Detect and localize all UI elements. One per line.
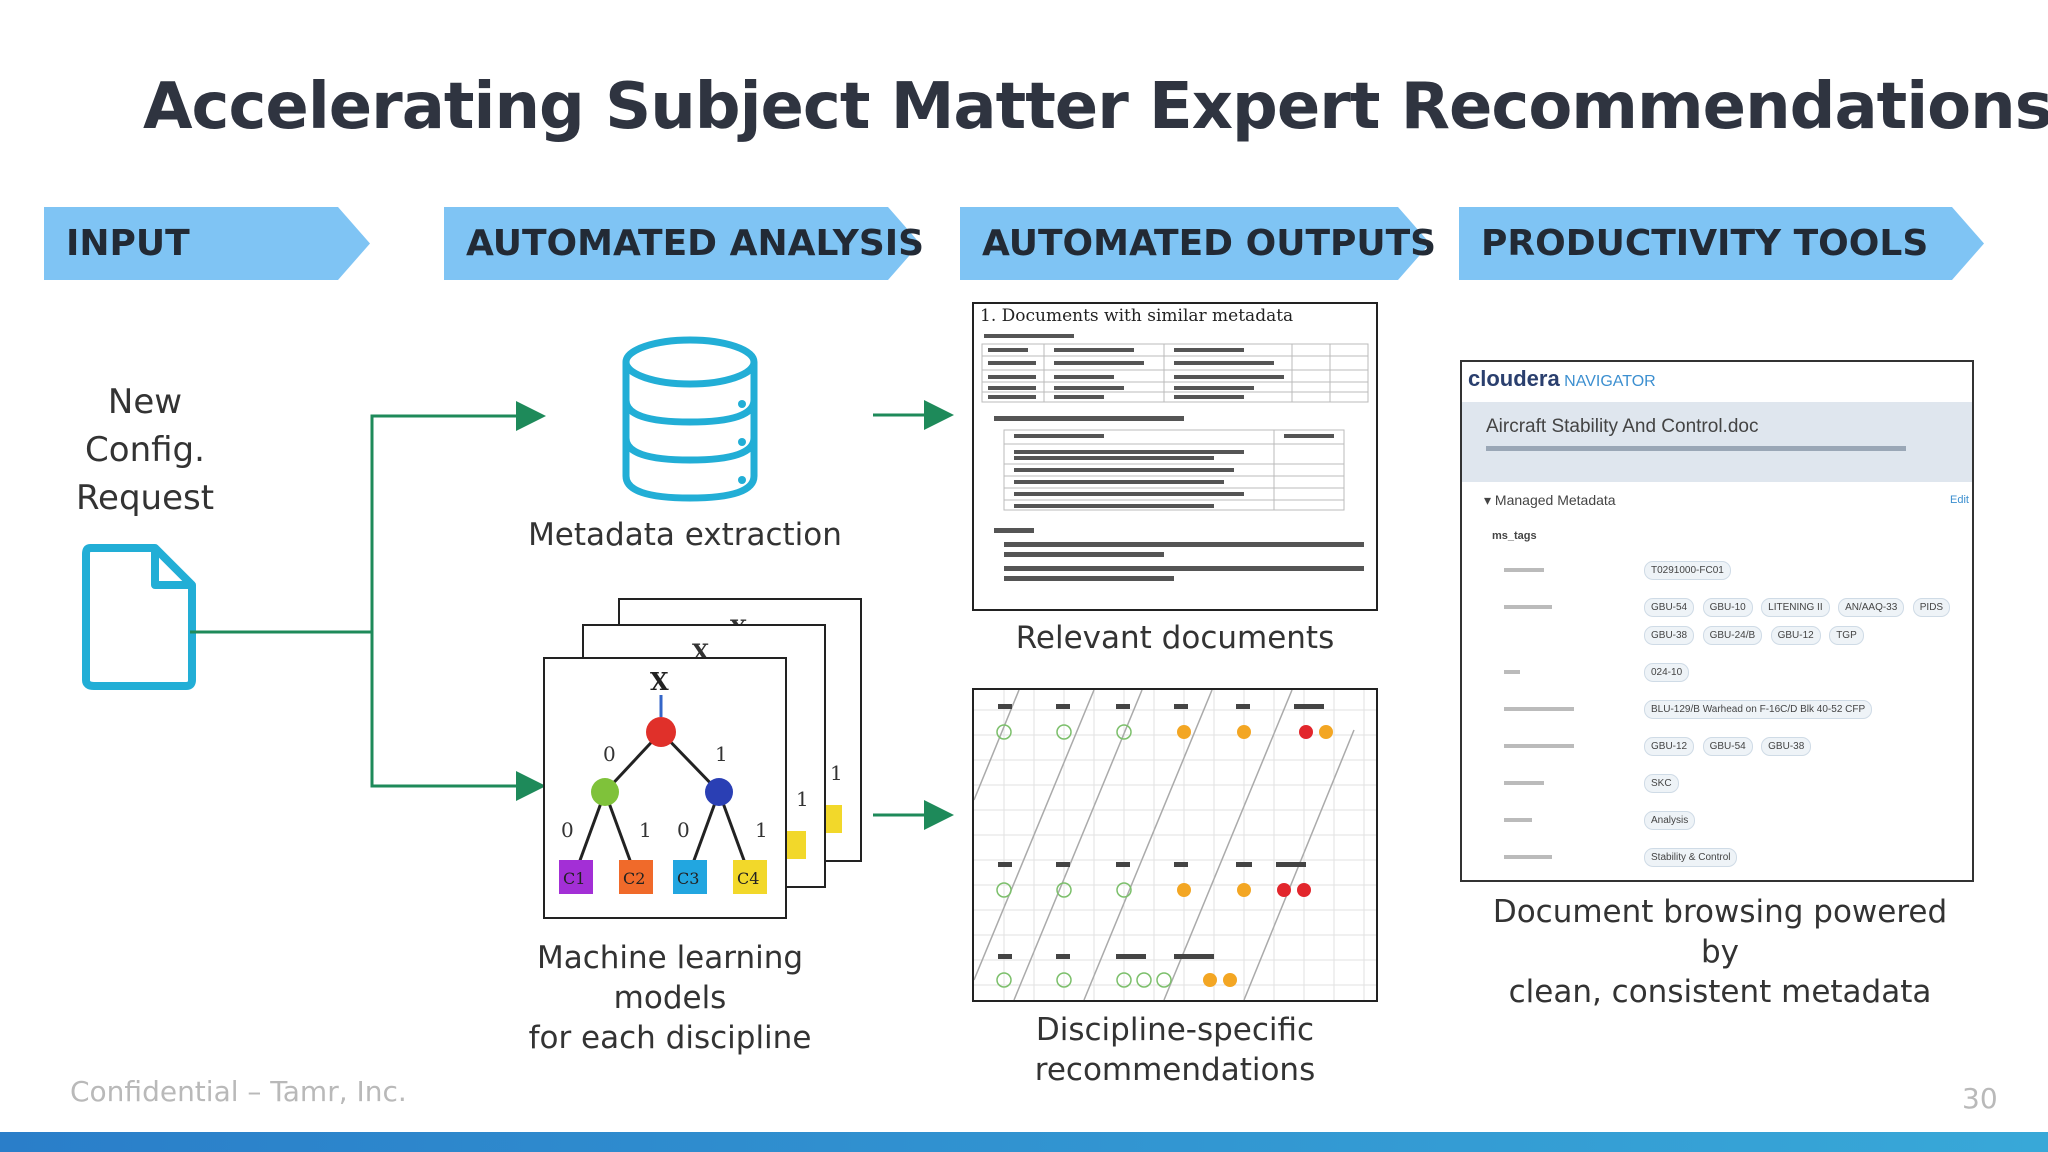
relevant-documents-caption: Relevant documents xyxy=(980,618,1370,658)
model-card-back-edge: 1 xyxy=(830,761,843,785)
tag-row: GBU-38 GBU-24/B GBU-12 TGP xyxy=(1644,625,1868,645)
tree-leaf-label: C4 xyxy=(737,869,759,888)
model-card-middle-edge: 1 xyxy=(796,787,809,811)
tag-row: Analysis xyxy=(1644,810,1699,830)
ml-caption-line: for each discipline xyxy=(480,1018,860,1058)
tool-caption-line: Document browsing powered by xyxy=(1470,892,1970,972)
tree-node-right xyxy=(705,778,733,806)
metadata-edit-link[interactable]: Edit xyxy=(1950,494,1969,506)
metadata-tag[interactable]: GBU-10 xyxy=(1703,598,1753,617)
tree-node-left xyxy=(591,778,619,806)
navigator-doc-header: Aircraft Stability And Control.doc xyxy=(1462,402,1972,482)
tree-edge-label: 0 xyxy=(677,818,690,842)
managed-metadata-toggle[interactable]: ▾ Managed Metadata xyxy=(1484,492,1616,509)
tag-row: SKC xyxy=(1644,773,1683,793)
decision-tree-diagram: X 0 1 0 1 0 1 C1 C2 C3 C4 xyxy=(545,659,785,917)
doc-preview-body xyxy=(974,330,1376,610)
metadata-tag[interactable]: T0291000-FC01 xyxy=(1644,561,1731,580)
navigator-screenshot: cloudera NAVIGATOR Aircraft Stability An… xyxy=(1460,360,1974,882)
metadata-tag[interactable]: TGP xyxy=(1829,626,1864,645)
doc-preview-heading: 1. Documents with similar metadata xyxy=(980,306,1293,326)
metadata-tag[interactable]: GBU-54 xyxy=(1703,737,1753,756)
ml-caption-line: Machine learning models xyxy=(480,938,860,1018)
recommendations-grid xyxy=(974,690,1376,1000)
tree-edge-label: 1 xyxy=(639,818,652,842)
tree-edge-label: 1 xyxy=(755,818,768,842)
metadata-tag[interactable]: GBU-54 xyxy=(1644,598,1694,617)
discipline-caption-line: recommendations xyxy=(980,1050,1370,1090)
metadata-tag[interactable]: GBU-38 xyxy=(1761,737,1811,756)
tree-leaf-label: C2 xyxy=(623,869,645,888)
metadata-tag[interactable]: AN/AAQ-33 xyxy=(1838,598,1904,617)
metadata-tag[interactable]: GBU-12 xyxy=(1771,626,1821,645)
navigator-doc-title: Aircraft Stability And Control.doc xyxy=(1486,416,1758,438)
metadata-tag[interactable]: SKC xyxy=(1644,774,1679,793)
metadata-tag[interactable]: LITENING II xyxy=(1761,598,1829,617)
tree-root-variable: X xyxy=(650,667,669,696)
metadata-tag[interactable]: 024-10 xyxy=(1644,663,1689,682)
chevron-down-icon: ▾ xyxy=(1484,492,1495,508)
managed-metadata-label: Managed Metadata xyxy=(1495,492,1616,508)
database-icon xyxy=(616,334,764,504)
ml-models-caption: Machine learning models for each discipl… xyxy=(480,938,860,1058)
relevant-documents-preview: 1. Documents with similar metadata xyxy=(972,302,1378,611)
tree-node-root xyxy=(646,717,676,747)
discipline-recommendations-caption: Discipline-specific recommendations xyxy=(980,1010,1370,1090)
metadata-tag[interactable]: GBU-12 xyxy=(1644,737,1694,756)
metadata-tag[interactable]: GBU-24/B xyxy=(1703,626,1763,645)
footer-confidential: Confidential – Tamr, Inc. xyxy=(70,1075,407,1108)
tree-edge-label: 0 xyxy=(561,818,574,842)
metadata-tag[interactable]: GBU-38 xyxy=(1644,626,1694,645)
recommendations-preview xyxy=(972,688,1378,1002)
metadata-tag[interactable]: BLU-129/B Warhead on F-16C/D Blk 40-52 C… xyxy=(1644,700,1872,719)
tag-row: GBU-54 GBU-10 LITENING II AN/AAQ-33 PIDS xyxy=(1644,597,1954,617)
tree-leaf-label: C1 xyxy=(563,869,585,888)
tag-row: Stability & Control xyxy=(1644,847,1741,867)
metadata-tag[interactable]: PIDS xyxy=(1913,598,1950,617)
tree-leaf-label: C3 xyxy=(677,869,699,888)
tree-edge-label: 0 xyxy=(603,742,616,766)
decision-tree-card: X 0 1 0 1 0 1 C1 C2 C3 C4 xyxy=(543,657,787,919)
bottom-accent-bar xyxy=(0,1132,2048,1152)
navigator-brand: cloudera xyxy=(1468,366,1560,391)
metadata-extraction-caption: Metadata extraction xyxy=(520,515,850,555)
metadata-tag[interactable]: Analysis xyxy=(1644,811,1695,830)
navigator-product: NAVIGATOR xyxy=(1564,373,1656,390)
tag-row: BLU-129/B Warhead on F-16C/D Blk 40-52 C… xyxy=(1644,699,1876,719)
tag-row: 024-10 xyxy=(1644,662,1693,682)
navigator-logo: cloudera NAVIGATOR xyxy=(1468,366,1656,392)
metadata-tag[interactable]: Stability & Control xyxy=(1644,848,1737,867)
page-number: 30 xyxy=(1962,1082,1998,1115)
tag-row: T0291000-FC01 xyxy=(1644,560,1735,580)
discipline-caption-line: Discipline-specific xyxy=(980,1010,1370,1050)
tree-edge-label: 1 xyxy=(715,742,728,766)
tag-row: GBU-12 GBU-54 GBU-38 xyxy=(1644,736,1815,756)
tool-caption-line: clean, consistent metadata xyxy=(1470,972,1970,1012)
document-browsing-caption: Document browsing powered by clean, cons… xyxy=(1470,892,1970,1012)
metadata-group-label: ms_tags xyxy=(1492,530,1537,542)
